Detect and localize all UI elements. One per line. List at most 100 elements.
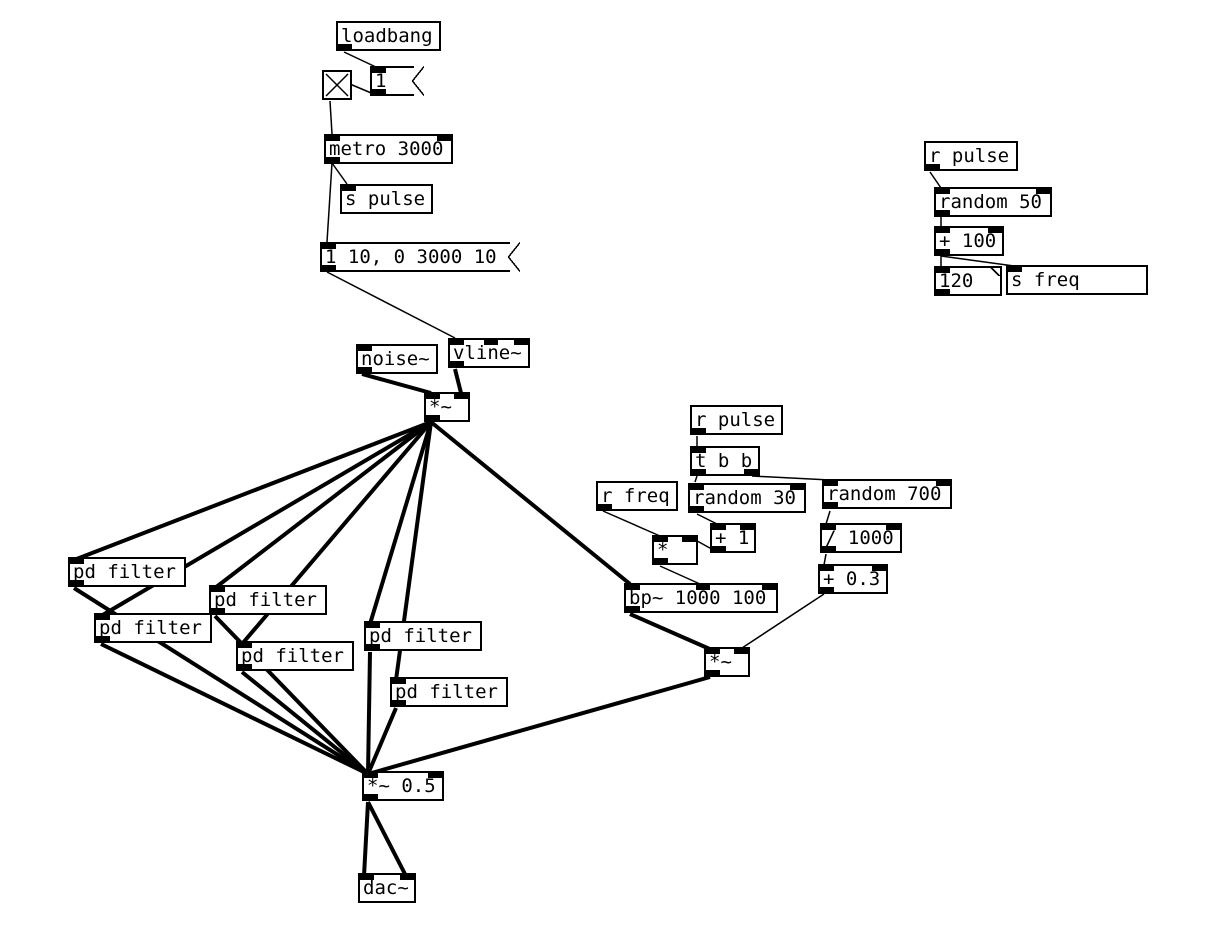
inlet-outlet[interactable] — [988, 228, 1002, 233]
inlet-outlet[interactable] — [322, 265, 336, 270]
inlet-outlet[interactable] — [211, 608, 225, 613]
inlet-outlet[interactable] — [706, 649, 720, 654]
inlet-outlet[interactable] — [654, 558, 668, 563]
divide-1000-object[interactable]: / 1000 — [820, 523, 902, 553]
inlet-outlet[interactable] — [692, 469, 706, 474]
inlet-outlet[interactable] — [366, 644, 380, 649]
inlet-outlet[interactable] — [326, 157, 340, 162]
inlet-outlet[interactable] — [96, 636, 110, 641]
receive-freq-object[interactable]: r freq — [596, 481, 678, 511]
inlet-outlet[interactable] — [926, 164, 940, 169]
random-30-object[interactable]: random 30 — [688, 483, 806, 513]
pd-filter-3[interactable]: pd filter — [209, 585, 327, 615]
inlet-outlet[interactable] — [936, 189, 950, 194]
receive-pulse-object-2[interactable]: r pulse — [690, 405, 783, 435]
inlet-outlet[interactable] — [96, 615, 110, 620]
inlet-outlet[interactable] — [450, 340, 464, 345]
inlet-outlet[interactable] — [790, 485, 804, 490]
toggle[interactable] — [322, 70, 352, 100]
vline-object[interactable]: vline~ — [448, 338, 530, 368]
inlet-outlet[interactable] — [450, 361, 464, 366]
inlet-outlet[interactable] — [822, 525, 836, 530]
inlet-outlet[interactable] — [454, 394, 468, 399]
inlet-outlet[interactable] — [364, 773, 378, 778]
metro-object[interactable]: metro 3000 — [324, 134, 453, 164]
inlet-outlet[interactable] — [1008, 267, 1022, 272]
inlet-outlet[interactable] — [211, 587, 225, 592]
inlet-outlet[interactable] — [372, 68, 386, 73]
pd-filter-1[interactable]: pd filter — [68, 557, 186, 587]
inlet-outlet[interactable] — [400, 875, 414, 880]
inlet-outlet[interactable] — [696, 585, 710, 590]
inlet-outlet[interactable] — [360, 875, 374, 880]
inlet-outlet[interactable] — [744, 469, 758, 474]
inlet-outlet[interactable] — [428, 773, 442, 778]
plus-1-object[interactable]: + 1 — [710, 523, 756, 553]
inlet-outlet[interactable] — [598, 504, 612, 509]
receive-pulse-object[interactable]: r pulse — [924, 141, 1018, 171]
inlet-outlet[interactable] — [392, 700, 406, 705]
inlet-outlet[interactable] — [692, 428, 706, 433]
inlet-outlet[interactable] — [358, 346, 372, 351]
inlet-outlet[interactable] — [70, 559, 84, 564]
loadbang-object[interactable]: loadbang — [336, 21, 441, 51]
plus-100-object[interactable]: + 100 — [934, 226, 1004, 256]
inlet-outlet[interactable] — [712, 525, 726, 530]
random-700-object[interactable]: random 700 — [822, 479, 952, 509]
inlet-outlet[interactable] — [70, 580, 84, 585]
pd-filter-6[interactable]: pd filter — [390, 677, 508, 707]
random-50-object[interactable]: random 50 — [934, 187, 1052, 217]
inlet-outlet[interactable] — [326, 136, 340, 141]
message-box-one[interactable]: 1 — [370, 66, 424, 96]
inlet-outlet[interactable] — [426, 394, 440, 399]
inlet-outlet[interactable] — [338, 44, 352, 49]
inlet-outlet[interactable] — [936, 268, 950, 273]
inlet-outlet[interactable] — [936, 249, 950, 254]
inlet-outlet[interactable] — [514, 340, 528, 345]
inlet-outlet[interactable] — [820, 587, 834, 592]
noise-object[interactable]: noise~ — [356, 344, 438, 374]
inlet-outlet[interactable] — [437, 136, 451, 141]
multiply-object[interactable]: * — [652, 535, 698, 565]
inlet-outlet[interactable] — [626, 585, 640, 590]
inlet-outlet[interactable] — [484, 340, 498, 345]
dac-object[interactable]: dac~ — [358, 873, 416, 903]
multiply-signal-object[interactable]: *~ — [424, 392, 470, 422]
inlet-outlet[interactable] — [936, 481, 950, 486]
inlet-outlet[interactable] — [364, 794, 378, 799]
inlet-outlet[interactable] — [322, 244, 336, 249]
inlet-outlet[interactable] — [886, 525, 900, 530]
inlet-outlet[interactable] — [426, 415, 440, 420]
inlet-outlet[interactable] — [740, 525, 754, 530]
inlet-outlet[interactable] — [626, 606, 640, 611]
inlet-outlet[interactable] — [936, 228, 950, 233]
message-box-ramp[interactable]: 1 10, 0 3000 10 — [320, 242, 520, 272]
inlet-outlet[interactable] — [936, 289, 950, 294]
inlet-outlet[interactable] — [654, 537, 668, 542]
multiply-half-object[interactable]: *~ 0.5 — [362, 771, 444, 801]
inlet-outlet[interactable] — [342, 186, 356, 191]
inlet-outlet[interactable] — [690, 485, 704, 490]
multiply-signal-object-2[interactable]: *~ — [704, 647, 750, 677]
inlet-outlet[interactable] — [690, 506, 704, 511]
pd-filter-4[interactable]: pd filter — [236, 641, 354, 671]
inlet-outlet[interactable] — [1036, 189, 1050, 194]
inlet-outlet[interactable] — [824, 481, 838, 486]
pd-filter-5[interactable]: pd filter — [364, 621, 482, 651]
pd-filter-2[interactable]: pd filter — [94, 613, 212, 643]
plus-0-3-object[interactable]: + 0.3 — [818, 564, 888, 594]
bandpass-object[interactable]: bp~ 1000 100 — [624, 583, 778, 613]
inlet-outlet[interactable] — [822, 546, 836, 551]
inlet-outlet[interactable] — [392, 679, 406, 684]
number-box[interactable]: 120 — [934, 266, 1002, 296]
inlet-outlet[interactable] — [692, 448, 706, 453]
inlet-outlet[interactable] — [872, 566, 886, 571]
inlet-outlet[interactable] — [824, 502, 838, 507]
send-freq-object[interactable]: s freq — [1006, 265, 1148, 295]
inlet-outlet[interactable] — [936, 210, 950, 215]
inlet-outlet[interactable] — [820, 566, 834, 571]
inlet-outlet[interactable] — [238, 664, 252, 669]
send-pulse-object[interactable]: s pulse — [340, 184, 433, 214]
inlet-outlet[interactable] — [734, 649, 748, 654]
inlet-outlet[interactable] — [372, 89, 386, 94]
